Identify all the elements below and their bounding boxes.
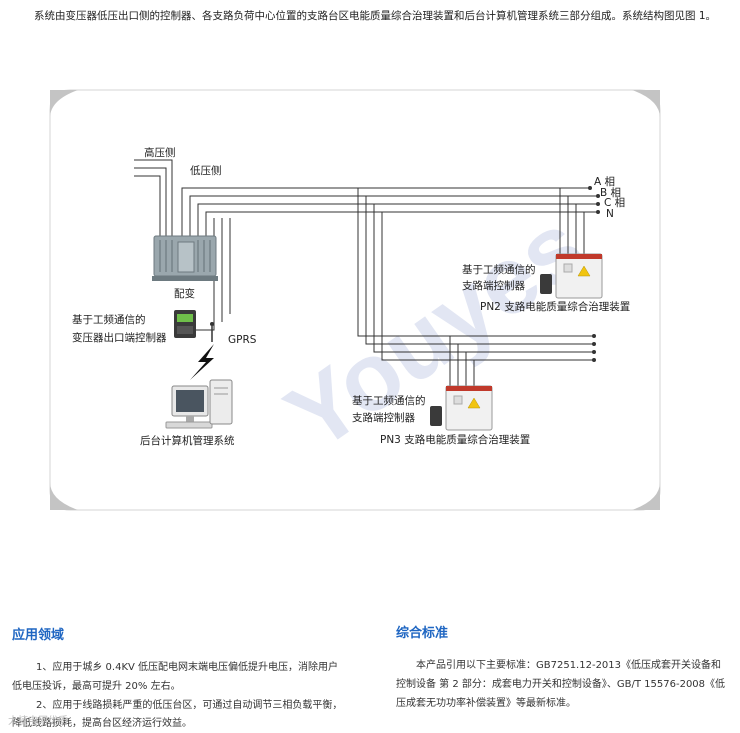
frame-corner-tl xyxy=(50,90,78,118)
corner-watermark: 大楠电网优质 xyxy=(8,716,68,727)
label-high-side: 高压侧 xyxy=(144,146,176,159)
label-low-side: 低压侧 xyxy=(190,164,222,177)
gprs-label: GPRS xyxy=(228,334,257,346)
frame-corner-bl xyxy=(50,482,78,510)
outlet-controller-icon xyxy=(174,310,214,342)
phase-label-c: C 相 xyxy=(604,196,625,209)
application-item1-line2: 低电压投诉，最高可提升 20% 左右。 xyxy=(12,681,181,692)
computer-icon xyxy=(165,379,233,429)
phase-label-a: A 相 xyxy=(594,175,615,188)
controller-label-line1: 基于工频通信的 xyxy=(72,313,146,326)
pn2-label-line1: 基于工频通信的 xyxy=(462,263,536,276)
intro-text: 系统由变压器低压出口侧的控制器、各支路负荷中心位置的支路台区电能质量综合治理装置… xyxy=(34,10,717,22)
phase-label-n: N xyxy=(606,208,614,220)
pn3-line-end-dots xyxy=(592,334,596,362)
low-voltage-bus xyxy=(181,187,598,236)
label-transformer: 配变 xyxy=(174,287,195,300)
system-structure-diagram: Youyes xyxy=(49,89,661,511)
transformer-icon xyxy=(152,235,218,281)
pn2-device-icon xyxy=(540,253,603,299)
standards-line1: 本产品引用以下主要标准：GB7251.12-2013《低压成套开关设备和 xyxy=(416,660,722,671)
phase-label-b: B 相 xyxy=(600,186,621,199)
standards-line3: 压成套无功功率补偿装置》等最新标准。 xyxy=(396,698,576,709)
application-title: 应用领域 xyxy=(12,628,65,643)
pn3-device-label: PN3 支路电能质量综合治理装置 xyxy=(380,433,530,446)
pn3-branch-wires xyxy=(357,188,594,386)
controller-label-line2: 变压器出口端控制器 xyxy=(72,331,167,344)
standards-line2: 控制设备 第 2 部分：成套电力开关和控制设备》、GB/T 15576-2008… xyxy=(396,679,726,690)
pn3-device-icon xyxy=(430,385,493,431)
bus-end-dots xyxy=(588,186,600,214)
application-item1-line1: 1、应用于城乡 0.4KV 低压配电网末端电压偏低提升电压，消除用户 xyxy=(36,662,339,673)
application-item2-line1: 2、应用于线路损耗严重的低压台区，可通过自动调节三相负载平衡， xyxy=(36,700,343,711)
frame-corner-br xyxy=(632,482,660,510)
gprs-signal-icon xyxy=(190,344,214,380)
pn3-label-line2: 支路端控制器 xyxy=(352,411,415,424)
standards-title: 综合标准 xyxy=(396,626,449,641)
application-item2-line2: 降低线路损耗，提高台区经济运行效益。 xyxy=(12,718,192,729)
backend-label: 后台计算机管理系统 xyxy=(140,434,235,447)
pn2-label-line2: 支路端控制器 xyxy=(462,279,525,292)
frame-corner-tr xyxy=(632,90,660,118)
pn2-device-label: PN2 支路电能质量综合治理装置 xyxy=(480,300,630,313)
pn2-branch-wires xyxy=(559,188,585,254)
pn3-label-line1: 基于工频通信的 xyxy=(352,394,426,407)
high-voltage-lines xyxy=(134,159,173,236)
